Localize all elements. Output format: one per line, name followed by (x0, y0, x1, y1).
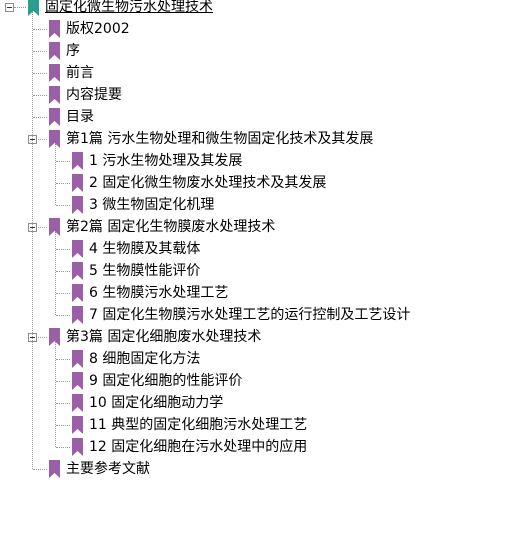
tree-item-level2[interactable]: 6 生物膜污水处理工艺 (71, 282, 228, 304)
tree-connector-line (56, 425, 70, 426)
tree-connector-line (56, 249, 70, 250)
bookmark-icon (71, 261, 84, 281)
tree-item-level2[interactable]: 1 污水生物处理及其发展 (71, 150, 242, 172)
bookmark-icon (48, 217, 61, 237)
tree-connector-line (55, 144, 56, 205)
tree-item-label: 1 污水生物处理及其发展 (89, 153, 243, 169)
bookmark-icon (71, 371, 84, 391)
tree-item-level1[interactable]: 版权2002 (48, 18, 130, 40)
tree-item-label: 第2篇 固定化生物膜废水处理技术 (66, 219, 276, 235)
tree-item-label: 第3篇 固定化细胞废水处理技术 (66, 329, 262, 345)
tree-connector-line (55, 342, 56, 447)
bookmark-icon (71, 151, 84, 171)
tree-item-label: 5 生物膜性能评价 (89, 263, 201, 279)
tree-item-label: 版权2002 (66, 21, 130, 37)
bookmark-icon (71, 349, 84, 369)
tree-connector-line (56, 271, 70, 272)
tree-item-label: 7 固定化生物膜污水处理工艺的运行控制及工艺设计 (89, 307, 411, 323)
tree-item-label: 10 固定化细胞动力学 (89, 395, 224, 411)
tree-item-label: 内容提要 (66, 87, 122, 103)
tree-connector-line (55, 232, 56, 315)
tree-item-level2[interactable]: 12 固定化细胞在污水处理中的应用 (71, 436, 307, 458)
tree-item-label: 12 固定化细胞在污水处理中的应用 (89, 439, 308, 455)
tree-item-label: 主要参考文献 (66, 461, 150, 477)
tree-item-label: 第1篇 污水生物处理和微生物固定化技术及其发展 (66, 131, 374, 147)
tree-item-level1[interactable]: 第3篇 固定化细胞废水处理技术 (48, 326, 261, 348)
tree-item-label: 9 固定化细胞的性能评价 (89, 373, 243, 389)
tree-connector-line (33, 337, 47, 338)
tree-item-level2[interactable]: 3 微生物固定化机理 (71, 194, 214, 216)
tree-item-level1[interactable]: 前言 (48, 62, 94, 84)
bookmark-icon (48, 327, 61, 347)
tree-item-label: 11 典型的固定化细胞污水处理工艺 (89, 417, 308, 433)
tree-connector-line (33, 51, 47, 52)
tree-item-label: 8 细胞固定化方法 (89, 351, 201, 367)
tree-item-level2[interactable]: 8 细胞固定化方法 (71, 348, 200, 370)
bookmark-icon (48, 129, 61, 149)
tree-item-level1[interactable]: 内容提要 (48, 84, 122, 106)
tree-item-level1[interactable]: 第2篇 固定化生物膜废水处理技术 (48, 216, 275, 238)
tree-item-label: 2 固定化微生物废水处理技术及其发展 (89, 175, 327, 191)
tree-item-label: 目录 (66, 109, 94, 125)
tree-item-label: 3 微生物固定化机理 (89, 197, 215, 213)
tree-item-level2[interactable]: 4 生物膜及其载体 (71, 238, 200, 260)
tree-connector-line (56, 205, 70, 206)
tree-connector-line (56, 447, 70, 448)
tree-connector-line (56, 315, 70, 316)
tree-connector-line (32, 12, 33, 469)
tree-connector-line (56, 183, 70, 184)
bookmark-icon (48, 41, 61, 61)
tree-connector-line (56, 381, 70, 382)
tree-item-level2[interactable]: 9 固定化细胞的性能评价 (71, 370, 242, 392)
tree-connector-line (33, 139, 47, 140)
tree-connector-line (14, 7, 26, 8)
tree-item-level2[interactable]: 11 典型的固定化细胞污水处理工艺 (71, 414, 307, 436)
tree-item-level1[interactable]: 第1篇 污水生物处理和微生物固定化技术及其发展 (48, 128, 373, 150)
tree-item-level1[interactable]: 目录 (48, 106, 94, 128)
tree-connector-line (56, 161, 70, 162)
tree-connector-line (56, 293, 70, 294)
tree-item-level1[interactable]: 主要参考文献 (48, 458, 150, 480)
tree-item-label: 固定化微生物污水处理技术 (45, 0, 213, 15)
bookmark-icon (71, 393, 84, 413)
tree-connector-line (33, 469, 47, 470)
tree-connector-line (33, 95, 47, 96)
bookmark-icon (71, 305, 84, 325)
bookmark-icon (71, 415, 84, 435)
bookmark-icon (71, 437, 84, 457)
tree-connector-line (33, 227, 47, 228)
tree-connector-line (33, 29, 47, 30)
bookmark-icon (48, 19, 61, 39)
bookmark-icon (48, 107, 61, 127)
tree-item-label: 4 生物膜及其载体 (89, 241, 201, 257)
tree-item-label: 前言 (66, 65, 94, 81)
bookmark-icon (71, 173, 84, 193)
tree-connector-line (33, 73, 47, 74)
collapse-minus-icon[interactable] (5, 3, 14, 12)
bookmark-icon (71, 195, 84, 215)
bookmark-icon (71, 239, 84, 259)
tree-item-level2[interactable]: 5 生物膜性能评价 (71, 260, 200, 282)
tree-item-level2[interactable]: 2 固定化微生物废水处理技术及其发展 (71, 172, 326, 194)
bookmark-icon (71, 283, 84, 303)
tree-item-label: 序 (66, 43, 80, 59)
tree-connector-line (56, 359, 70, 360)
tree-item-label: 6 生物膜污水处理工艺 (89, 285, 229, 301)
tree-root[interactable]: 固定化微生物污水处理技术 (27, 0, 213, 18)
tree-item-level2[interactable]: 7 固定化生物膜污水处理工艺的运行控制及工艺设计 (71, 304, 410, 326)
bookmark-icon (27, 0, 40, 17)
tree-connector-line (56, 403, 70, 404)
tree-item-level1[interactable]: 序 (48, 40, 80, 62)
bookmark-icon (48, 459, 61, 479)
bookmark-icon (48, 63, 61, 83)
tree-item-level2[interactable]: 10 固定化细胞动力学 (71, 392, 223, 414)
bookmark-icon (48, 85, 61, 105)
tree-connector-line (33, 117, 47, 118)
